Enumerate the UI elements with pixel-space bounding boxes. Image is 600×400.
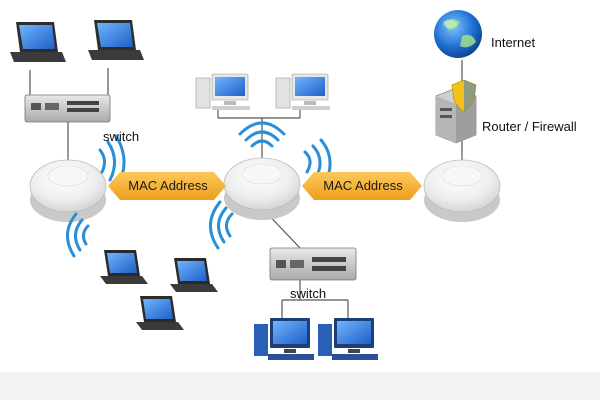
network-switch-icon <box>270 248 356 280</box>
laptop-icon <box>100 250 148 284</box>
wireless-access-point-icon <box>30 160 106 222</box>
router-firewall-label: Router / Firewall <box>482 119 577 134</box>
switch-label-top: switch <box>103 129 139 144</box>
laptop-icon <box>10 22 66 62</box>
desktop-computer-icon <box>196 74 250 110</box>
mac-address-label-left: MAC Address <box>124 178 212 193</box>
internet-label: Internet <box>491 35 535 50</box>
desktop-computer-icon <box>276 74 330 110</box>
wireless-access-point-icon <box>424 160 500 222</box>
laptop-icon <box>88 20 144 60</box>
desktop-computer-icon <box>254 318 314 360</box>
mac-address-label-right: MAC Address <box>318 178 408 193</box>
wireless-access-point-icon <box>224 158 300 220</box>
desktop-computer-icon <box>318 318 378 360</box>
laptop-icon <box>136 296 184 330</box>
wifi-signal-icon <box>210 202 232 248</box>
switch-label-bottom: switch <box>290 286 326 301</box>
network-switch-icon <box>25 95 110 122</box>
laptop-icon <box>170 258 218 292</box>
globe-icon <box>434 10 482 58</box>
bottom-band <box>0 372 600 400</box>
